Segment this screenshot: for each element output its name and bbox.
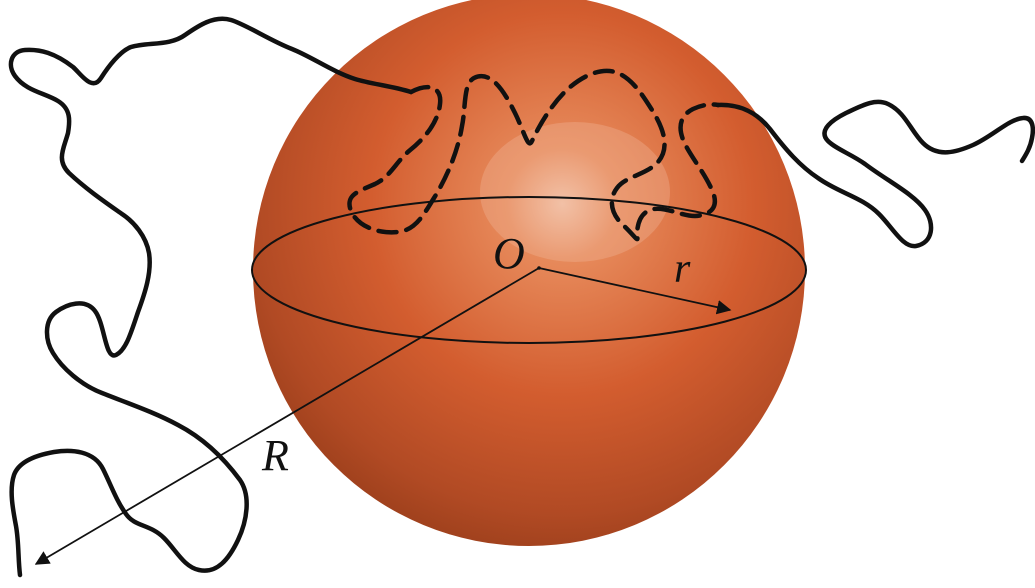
large-radius-label: R	[261, 431, 289, 480]
large-radius-arrow	[34, 267, 540, 565]
equatorial-ellipse	[251, 196, 807, 344]
inner-chain-dashed	[347, 68, 721, 242]
outer-chain-right	[715, 99, 1035, 249]
outer-chain-left	[8, 16, 414, 578]
small-radius-label: r	[674, 246, 691, 292]
center-label: O	[493, 229, 525, 278]
center-point	[537, 266, 541, 270]
sphere-highlight	[480, 122, 670, 262]
small-radius-arrow	[538, 267, 732, 315]
